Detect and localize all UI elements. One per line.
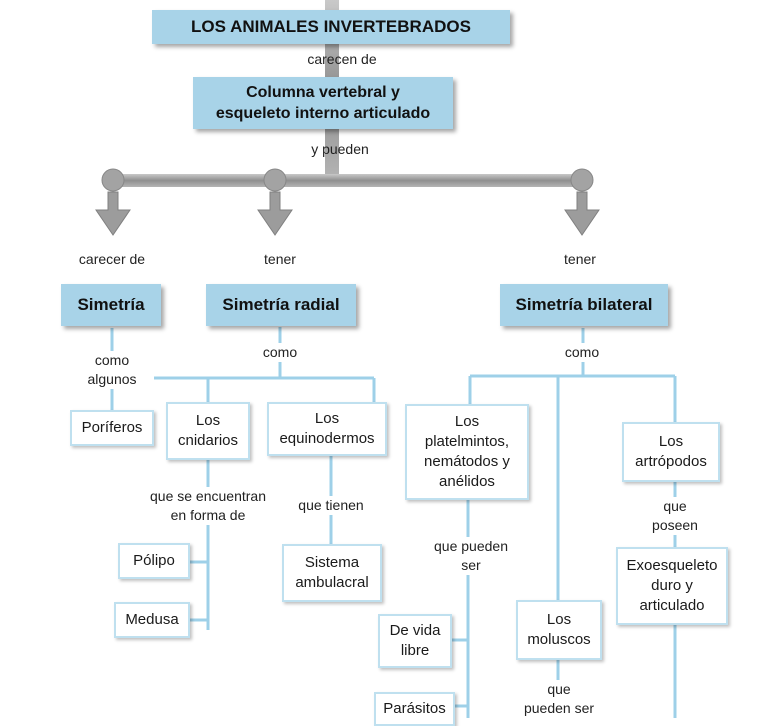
link-tener-right: tener bbox=[564, 251, 596, 267]
medusa-label: Medusa bbox=[125, 611, 179, 628]
link-como-algunos: como algunos bbox=[70, 351, 154, 389]
medusa-box: Medusa bbox=[114, 602, 190, 638]
artropodos-label: Los artrópodos bbox=[635, 433, 707, 470]
link-que-tienen: que tienen bbox=[291, 496, 371, 515]
link-como-bilateral: como bbox=[552, 343, 612, 362]
equinodermos-label: Los equinodermos bbox=[279, 410, 375, 447]
poriferos-box: Poríferos bbox=[70, 410, 154, 446]
polipo-label: Pólipo bbox=[133, 552, 175, 569]
column-box-text: Columna vertebral y esqueleto interno ar… bbox=[215, 84, 431, 122]
moluscos-box: Los moluscos bbox=[516, 600, 602, 660]
link-carecer-de: carecer de bbox=[78, 251, 146, 267]
simetria-label: Simetría bbox=[77, 295, 145, 314]
arrow-down-mid bbox=[257, 191, 293, 236]
gray-bar bbox=[112, 174, 584, 187]
exoesqueleto-box: Exoesqueleto duro y articulado bbox=[616, 547, 728, 625]
simetria-bilateral-label: Simetría bilateral bbox=[515, 295, 653, 314]
platelmintos-box: Los platelmintos, nemátodos y anélidos bbox=[405, 404, 529, 500]
link-como-radial: como bbox=[246, 343, 314, 362]
simetria-bilateral-box: Simetría bilateral bbox=[500, 284, 668, 326]
sistema-box: Sistema ambulacral bbox=[282, 544, 382, 602]
arrow-down-left bbox=[95, 191, 131, 236]
link-carecen-de: carecen de bbox=[307, 51, 377, 67]
link-que-pueden-ser-moluscos: que pueden ser bbox=[516, 680, 602, 718]
equinodermos-box: Los equinodermos bbox=[267, 402, 387, 456]
link-y-pueden: y pueden bbox=[311, 141, 369, 157]
link-tener-mid: tener bbox=[264, 251, 296, 267]
link-que-se-encuentran: que se encuentran en forma de bbox=[140, 487, 276, 525]
parasitos-box: Parásitos bbox=[374, 692, 455, 726]
platelmintos-label: Los platelmintos, nemátodos y anélidos bbox=[424, 413, 510, 490]
arrow-down-right bbox=[564, 191, 600, 236]
exoesqueleto-label: Exoesqueleto duro y articulado bbox=[626, 557, 718, 614]
cnidarios-box: Los cnidarios bbox=[166, 402, 250, 460]
sistema-label: Sistema ambulacral bbox=[295, 554, 369, 591]
title-box: LOS ANIMALES INVERTEBRADOS bbox=[152, 10, 510, 44]
page-title: LOS ANIMALES INVERTEBRADOS bbox=[191, 17, 471, 36]
simetria-radial-label: Simetría radial bbox=[222, 295, 340, 314]
simetria-box: Simetría bbox=[61, 284, 161, 326]
vida-libre-box: De vida libre bbox=[378, 614, 452, 668]
link-que-pueden-ser: que pueden ser bbox=[428, 537, 514, 575]
polipo-box: Pólipo bbox=[118, 543, 190, 579]
column-box: Columna vertebral y esqueleto interno ar… bbox=[193, 77, 453, 129]
link-que-poseen: que poseen bbox=[640, 497, 710, 535]
vida-libre-label: De vida libre bbox=[389, 622, 441, 659]
parasitos-label: Parásitos bbox=[383, 700, 446, 717]
artropodos-box: Los artrópodos bbox=[622, 422, 720, 482]
simetria-radial-box: Simetría radial bbox=[206, 284, 356, 326]
moluscos-label: Los moluscos bbox=[527, 611, 591, 648]
cnidarios-label: Los cnidarios bbox=[177, 412, 239, 449]
poriferos-label: Poríferos bbox=[81, 419, 143, 436]
